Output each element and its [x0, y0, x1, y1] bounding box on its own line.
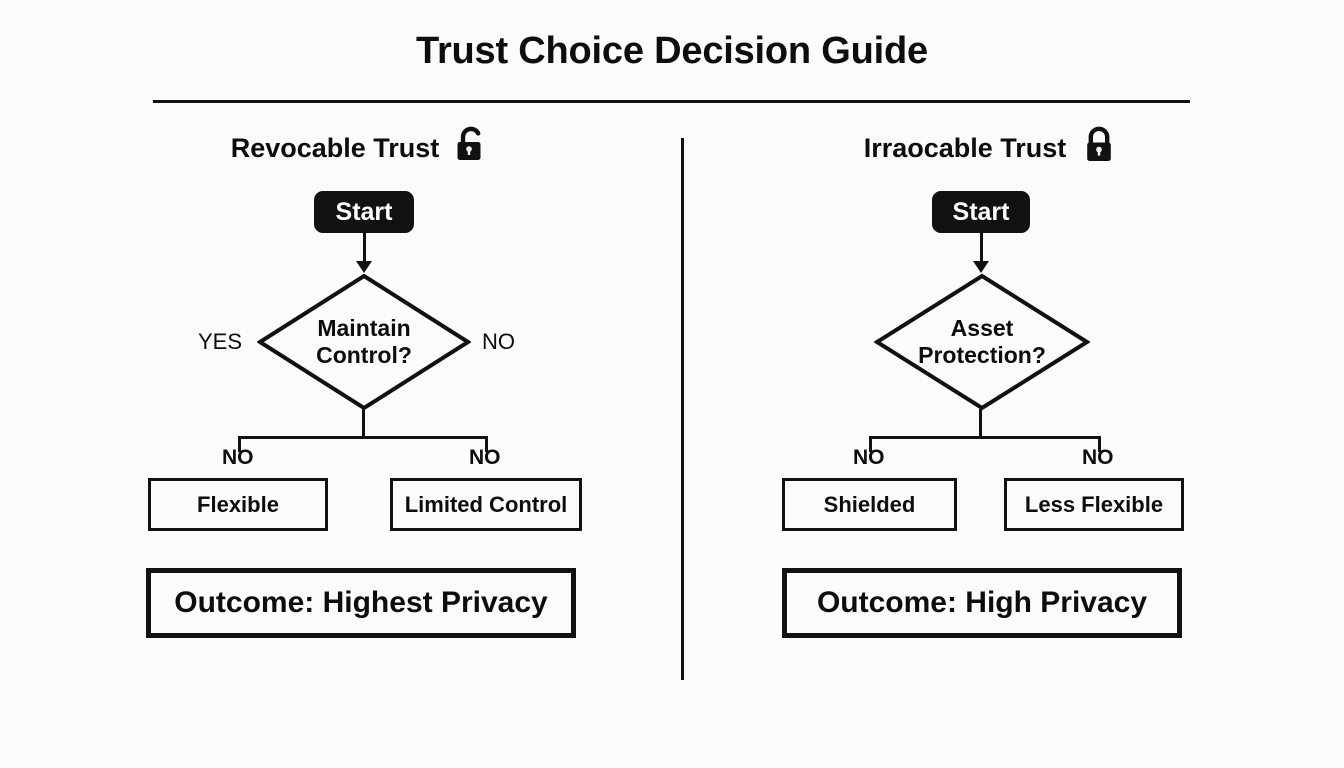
result-box-label-flexible: Flexible [197, 491, 279, 517]
start-node-revocable[interactable]: Start [314, 191, 414, 233]
connector-branch-bar-revocable [238, 436, 488, 439]
arrowhead-start-to-decision-irrevocable [973, 261, 989, 273]
column-header-label-revocable: Revocable Trust [230, 132, 440, 163]
column-divider [681, 138, 684, 680]
connector-decision-stem-irrevocable [979, 409, 982, 437]
connector-branch-left-drop-revocable [238, 436, 241, 452]
result-box-shielded[interactable]: Shielded [782, 478, 957, 531]
branch-edge-label-right-revocable: NO [469, 446, 501, 469]
branch-edge-label-left-revocable: NO [222, 446, 254, 469]
column-header-irrevocable: Irraocable Trust [740, 126, 1240, 170]
start-node-irrevocable[interactable]: Start [932, 191, 1030, 233]
decision-side-label-no-revocable: NO [482, 329, 515, 354]
result-box-flexible[interactable]: Flexible [148, 478, 328, 531]
connector-branch-bar-irrevocable [869, 436, 1101, 439]
connector-start-to-decision-irrevocable [980, 233, 983, 263]
title-divider-rule [153, 100, 1190, 103]
branch-edge-label-right-irrevocable: NO [1082, 446, 1114, 469]
outcome-box-label-revocable: Outcome: Highest Privacy [174, 586, 548, 619]
page-title: Trust Choice Decision Guide [416, 30, 928, 72]
result-box-label-limited-control: Limited Control [404, 491, 568, 517]
connector-branch-right-drop-revocable [485, 436, 488, 452]
result-box-limited-control[interactable]: Limited Control [390, 478, 582, 531]
result-box-label-shielded: Shielded [823, 491, 916, 517]
decision-side-label-yes-revocable: YES [198, 329, 243, 354]
start-node-label-irrevocable: Start [952, 197, 1010, 226]
outcome-box-revocable[interactable]: Outcome: Highest Privacy [146, 568, 576, 638]
arrowhead-start-to-decision-revocable [356, 261, 372, 273]
connector-branch-left-drop-irrevocable [869, 436, 872, 452]
branch-edge-label-left-irrevocable: NO [853, 446, 885, 469]
outcome-box-label-irrevocable: Outcome: High Privacy [816, 586, 1148, 619]
column-header-revocable: Revocable Trust [110, 126, 610, 170]
connector-branch-right-drop-irrevocable [1098, 436, 1101, 452]
connector-decision-stem-revocable [362, 409, 365, 437]
result-box-label-less-flexible: Less Flexible [1024, 491, 1164, 517]
unlocked-padlock-icon [455, 126, 489, 171]
result-box-less-flexible[interactable]: Less Flexible [1004, 478, 1184, 531]
locked-padlock-icon [1082, 126, 1116, 171]
start-node-label-revocable: Start [335, 197, 393, 226]
column-header-label-irrevocable: Irraocable Trust [863, 132, 1067, 163]
decision-diamond-irrevocable[interactable]: Asset Protection? [874, 273, 1090, 411]
outcome-box-irrevocable[interactable]: Outcome: High Privacy [782, 568, 1182, 638]
decision-diamond-revocable[interactable]: Maintain Control? [257, 273, 471, 411]
connector-start-to-decision-revocable [363, 233, 366, 263]
